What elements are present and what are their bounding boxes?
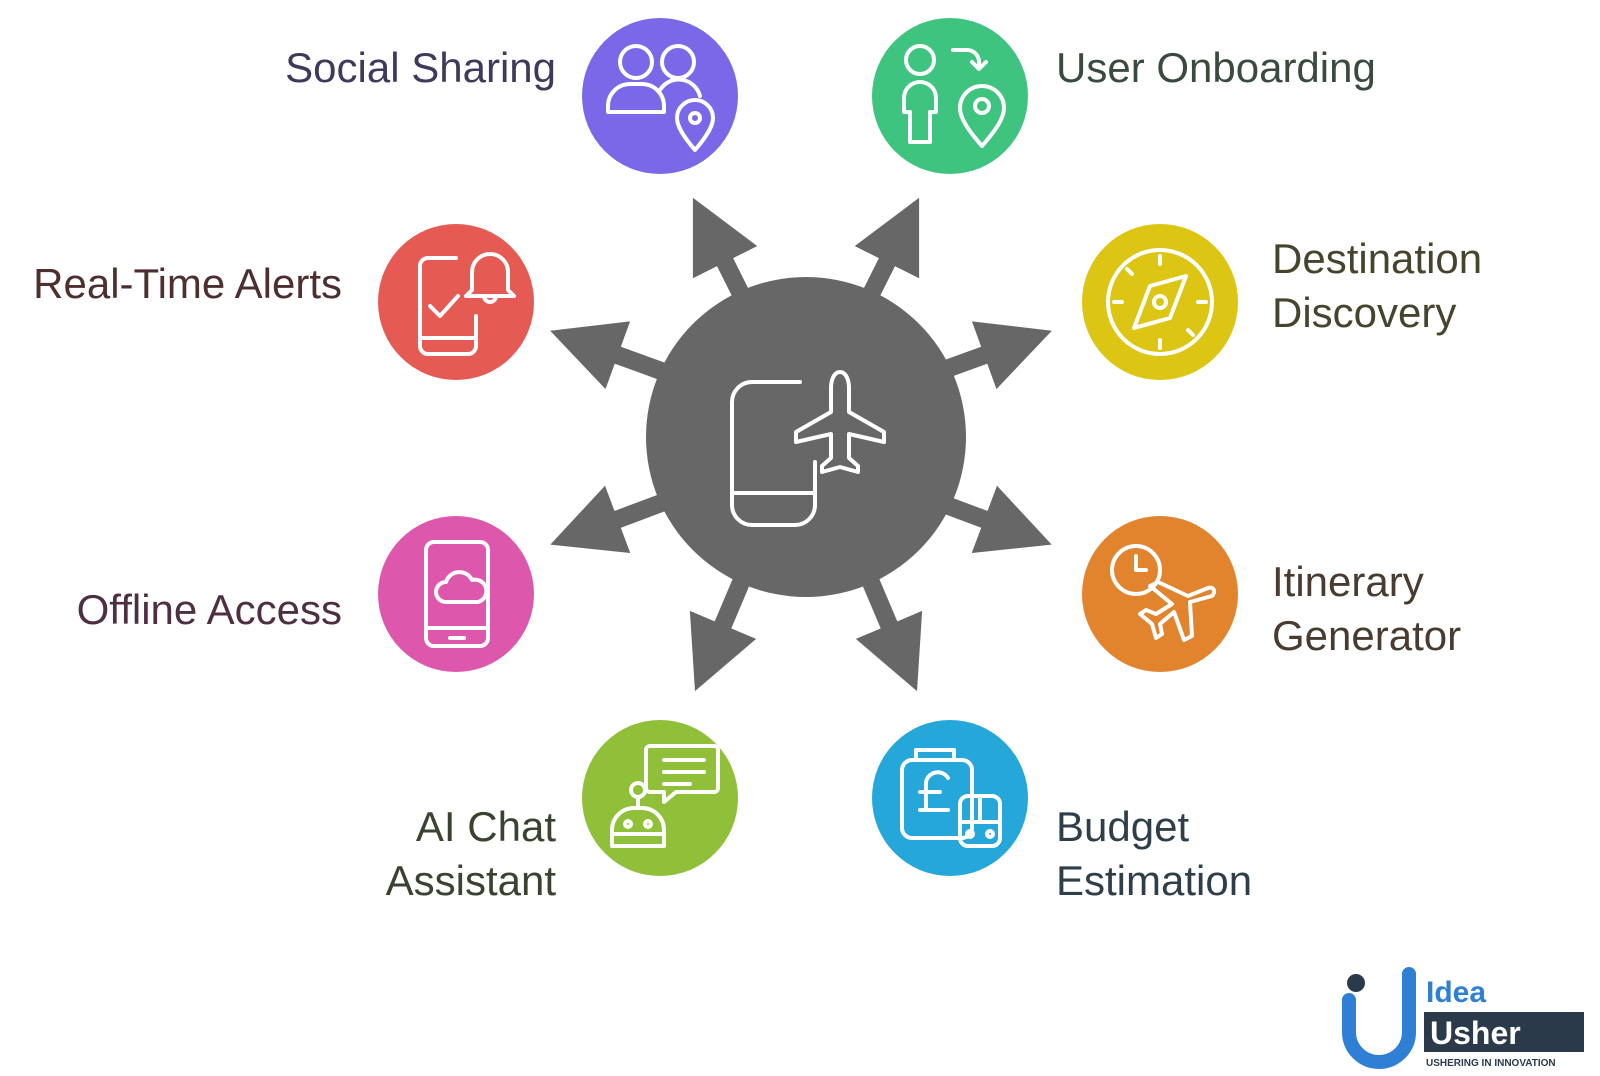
logo-line2-bg [1424,1012,1584,1052]
hub-arrows [550,197,1052,692]
label-real-time-alerts: Real-Time Alerts [33,257,342,311]
people-location-icon [606,44,715,152]
label-line: Offline Access [76,586,342,633]
phone-airplane-icon [730,370,886,527]
hub-circle [646,277,966,597]
label-line: AI Chat [415,803,556,850]
label-user-onboarding: User Onboarding [1056,41,1376,95]
feature-circle [582,720,738,876]
label-line: Destination [1272,235,1483,282]
logo-tagline: USHERING IN INNOVATION [1426,1058,1556,1069]
logo-line1: Idea [1426,976,1486,1009]
label-line: Real-Time Alerts [33,260,342,307]
arrow-left-up [550,321,668,390]
idea-usher-logo: Idea Usher USHERING IN INNOVATION [1342,967,1584,1069]
person-location-icon [902,44,1006,148]
robot-chat-icon [610,744,720,848]
feature-real-time-alerts [378,224,534,380]
label-line: Budget [1056,803,1190,850]
label-line: Assistant [385,857,556,904]
feature-destination-discovery [1082,224,1238,380]
logo-u-mark [1342,967,1416,1069]
feature-offline-access [378,516,534,672]
label-line: Estimation [1056,857,1253,904]
feature-budget-estimation [872,720,1028,876]
compass-icon [1106,248,1214,356]
label-line: Social Sharing [285,44,556,91]
feature-circle [872,18,1028,174]
logo-line2: Usher [1430,1015,1521,1051]
label-line: Itinerary [1272,558,1424,605]
arrow-right-up [934,321,1052,390]
clock-airplane-icon [1110,544,1217,642]
feature-itinerary-generator [1082,516,1238,672]
arrow-down-left [689,576,757,692]
label-line: Discovery [1272,289,1457,336]
arrow-left-down [550,485,668,554]
label-offline-access: Offline Access [77,583,342,637]
phone-bell-icon [418,252,516,356]
feature-circle [378,224,534,380]
phone-cloud-icon [424,540,490,648]
arrow-down-right [855,576,923,692]
arrow-up-right [854,197,920,301]
feature-social-sharing [582,18,738,174]
logo-dot [1347,974,1365,992]
feature-user-onboarding [872,18,1028,174]
feature-circle [1082,224,1238,380]
feature-ai-chat-assistant [582,720,738,876]
label-line: Generator [1272,612,1462,659]
hub [646,277,966,597]
feature-circle [378,516,534,672]
label-social-sharing: Social Sharing [285,41,556,95]
arrow-right-down [934,485,1052,554]
feature-circle [872,720,1028,876]
luggage-pound-icon [900,748,1002,848]
arrow-up-left [692,197,758,301]
label-line: User Onboarding [1056,44,1376,91]
